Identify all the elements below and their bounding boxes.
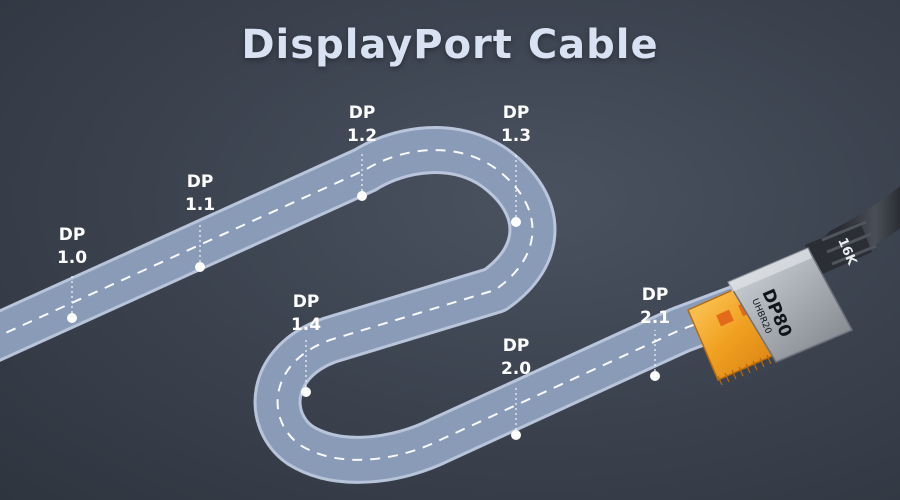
milestone-label-line2: 2.0 [501, 359, 531, 379]
milestone-label-line1: DP [293, 292, 320, 312]
milestone-label-line2: 1.3 [501, 126, 531, 146]
milestone-dot [67, 313, 77, 323]
milestone-dot [357, 191, 367, 201]
milestone-label-line2: 1.2 [347, 126, 377, 146]
milestone-dp-2-1: DP 2.1 [640, 285, 670, 381]
milestone-label-line1: DP [187, 172, 214, 192]
milestone-label-line1: DP [59, 225, 86, 245]
milestone-dot [650, 371, 660, 381]
page-title: DisplayPort Cable [241, 22, 659, 68]
milestone-dot [195, 262, 205, 272]
cable-strain-relief [805, 220, 877, 276]
milestone-dp-2-0: DP 2.0 [501, 336, 531, 440]
milestone-label-line2: 1.4 [291, 315, 321, 335]
milestone-dp-1-0: DP 1.0 [57, 225, 87, 323]
milestone-label-line1: DP [349, 103, 376, 123]
milestone-dp-1-3: DP 1.3 [501, 103, 531, 227]
milestone-dp-1-1: DP 1.1 [185, 172, 215, 272]
milestone-label-line1: DP [503, 336, 530, 356]
road-lane-markings [0, 149, 761, 461]
milestone-label-line2: 1.1 [185, 195, 215, 215]
milestone-dp-1-2: DP 1.2 [347, 103, 377, 201]
milestone-label-line1: DP [642, 285, 669, 305]
milestone-dot [511, 430, 521, 440]
milestone-dot [511, 217, 521, 227]
milestone-dp-1-4: DP 1.4 [291, 292, 321, 397]
milestone-label-line2: 1.0 [57, 248, 87, 268]
milestone-dot [301, 387, 311, 397]
connector-housing [726, 247, 854, 363]
milestone-label-line2: 2.1 [640, 308, 670, 328]
milestone-label-line1: DP [503, 103, 530, 123]
